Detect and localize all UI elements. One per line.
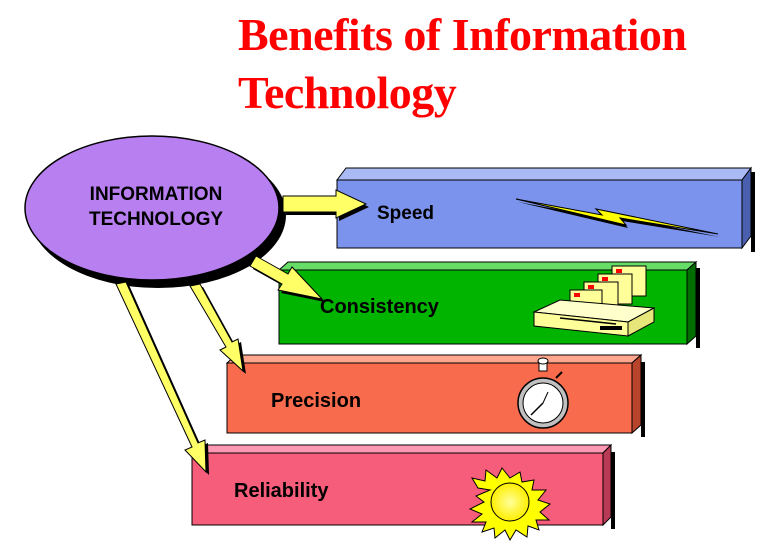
slide-title-line-2: Technology <box>238 67 457 118</box>
bar-side-face <box>686 260 697 346</box>
benefit-label-precision: Precision <box>271 390 361 412</box>
arrow-to-consistency <box>249 255 325 302</box>
benefit-bar-reliability <box>191 443 615 529</box>
bar-top-face <box>197 444 613 454</box>
arrow-body <box>115 281 207 474</box>
bar-side-face <box>741 166 752 250</box>
bar-side-face <box>631 353 642 435</box>
arrow-body <box>249 255 324 300</box>
arrow-to-precision <box>189 283 246 374</box>
bar-front-face <box>336 179 743 249</box>
arrow-body <box>189 283 244 373</box>
lightning-bolt-icon <box>515 198 720 237</box>
arrow-to-reliability <box>115 281 209 475</box>
printer-icon <box>532 265 656 337</box>
bar-shadow <box>611 452 615 529</box>
source-ellipse <box>24 135 280 281</box>
benefit-bar-speed <box>336 166 755 252</box>
benefit-label-consistency: Consistency <box>320 296 440 318</box>
bar-shadow <box>641 362 645 437</box>
arrow-to-speed <box>282 189 369 221</box>
bar-top-face <box>225 354 643 364</box>
arrow-body <box>282 189 368 219</box>
bar-top-face <box>336 167 752 181</box>
sun-icon <box>468 467 552 542</box>
source-label-line-1: INFORMATION <box>90 184 223 205</box>
benefit-label-speed: Speed <box>377 203 434 224</box>
bar-shadow <box>751 172 755 252</box>
bar-shadow <box>696 268 700 348</box>
stopwatch-icon <box>517 357 569 429</box>
source-label-line-2: TECHNOLOGY <box>89 209 223 230</box>
slide-title-line-1: Benefits of Information <box>238 9 687 60</box>
benefit-label-reliability: Reliability <box>234 480 329 502</box>
bar-side-face <box>602 443 612 527</box>
slide-title: Benefits of Information Technology <box>238 6 763 122</box>
